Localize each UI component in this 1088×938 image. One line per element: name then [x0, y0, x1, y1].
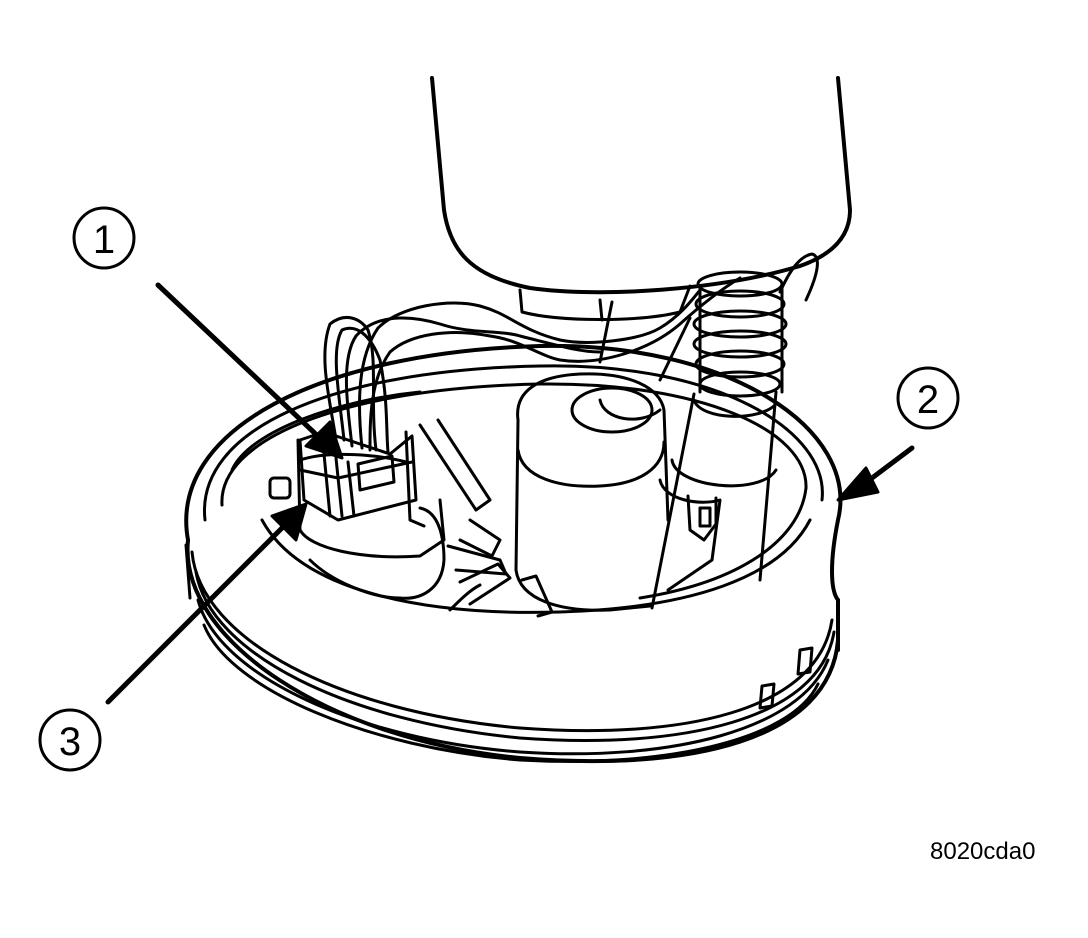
connector-housing: [268, 430, 446, 600]
callout-1: 1: [72, 206, 136, 270]
callout-3: 3: [38, 708, 102, 772]
callout-3-number: 3: [59, 720, 81, 764]
leader-line-3: [105, 502, 308, 705]
spring: [692, 270, 788, 398]
module-flange: [184, 343, 843, 764]
fuel-pump-body: [430, 76, 852, 322]
callout-2: 2: [896, 366, 960, 430]
figure-code: 8020cda0: [930, 838, 1036, 865]
callout-1-number: 1: [93, 218, 115, 262]
wire-harness: [323, 252, 819, 454]
inlet-cylinder: [514, 300, 692, 612]
baffles: [418, 418, 554, 618]
callout-2-number: 2: [917, 378, 939, 422]
leader-line-2: [836, 445, 915, 502]
leader-line-1: [155, 282, 344, 460]
guide-post: [650, 390, 778, 610]
